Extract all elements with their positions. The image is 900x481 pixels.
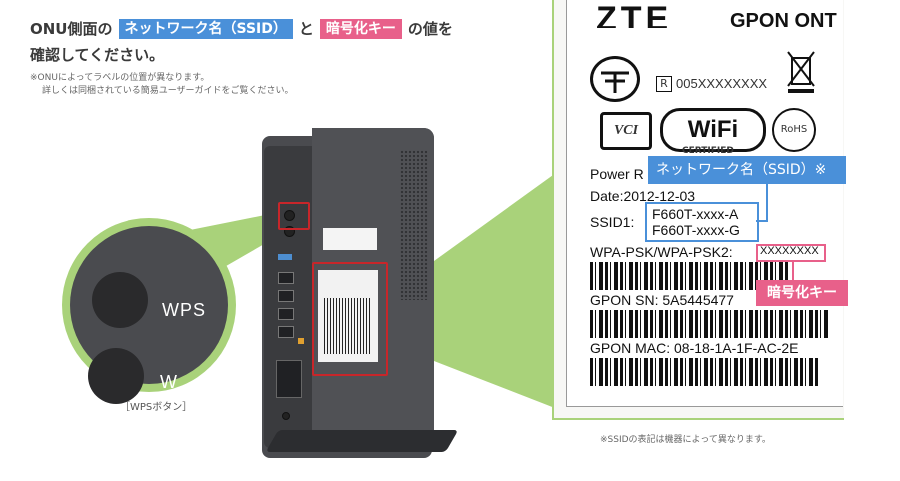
rohs-logo: RoHS [772,108,816,152]
ssid-tag: ネットワーク名（SSID） [118,19,293,39]
wpa-label: WPA-PSK/WPA-PSK2: [590,244,733,260]
r-mark: R [656,76,672,92]
ssid-highlight [645,202,759,242]
power-button-dot [282,412,290,420]
ssid-connector [756,184,768,222]
wps-highlight [278,202,310,230]
wps-button-dot [284,210,295,221]
wifi-logo: WiFi [660,108,766,152]
power-text: Power R [590,166,644,182]
lan-port-3 [278,308,294,320]
weee-bin-icon [787,51,815,93]
product-name: GPON ONT [730,10,837,32]
wifi-button-zoom [88,348,144,404]
ssid-value-2: F660T-xxxx-G [652,222,740,238]
ssid-value-1: F660T-xxxx-A [652,206,739,222]
wps-button-zoom [92,272,148,328]
router-side-label [323,228,377,250]
wps-caption: ［WPSボタン］ [120,402,193,413]
router-vents [400,150,428,300]
instruction-line-2: 確認してください。 [30,46,165,64]
instruction-suffix: の値を [407,20,453,38]
vci-logo: VCI [600,112,652,150]
barcode-2 [590,310,830,338]
instruction-middle: と [298,20,314,38]
footnote: ※SSIDの表記は機器によって異なります。 [600,435,771,445]
lan-port-2 [278,290,294,302]
instruction: ONU側面の ネットワーク名（SSID） と 暗号化キー の値を 確認してくださ… [30,16,453,68]
serial-number: 005XXXXXXXX [676,76,768,91]
wifi-button-dot [284,226,295,237]
telec-mark-glyph [601,71,629,93]
date-text: Date:2012-12-03 [590,188,696,204]
usb-port [278,254,292,260]
key-connector [792,260,794,280]
telec-mark-icon [590,56,640,102]
gpon-sn: GPON SN: 5A5445477 [590,292,734,308]
ssid-label: SSID1: [590,214,635,230]
ssid-callout: ネットワーク名（SSID）※ [648,156,846,184]
instruction-prefix: ONU側面の [30,20,113,38]
lan-port-4 [278,326,294,338]
brand-logo: ZTE [596,2,673,28]
lan-port-1 [278,272,294,284]
sticker-highlight [312,262,388,376]
key-highlight [756,244,826,262]
wpa-key: XXXXXXXX [760,245,819,257]
fiber-port [276,360,302,398]
note-line-1: ※ONUによってラベルの位置が異なります。 [30,73,210,83]
router-stand [265,430,459,452]
note: ※ONUによってラベルの位置が異なります。 詳しくは同梱されている簡易ユーザーガ… [30,72,294,98]
wifi-certified: CERTIFIED [682,146,734,156]
zoom-wps-label: WPS [162,300,207,320]
key-tag: 暗号化キー [319,19,402,39]
note-line-2: 詳しくは同梱されている簡易ユーザーガイドをご覧ください。 [42,86,294,96]
key-callout: 暗号化キー [756,280,848,306]
router-sticker-barcodes [324,298,372,354]
gpon-mac: GPON MAC: 08-18-1A-1F-AC-2E [590,340,799,356]
barcode-3 [590,358,820,386]
zoom-partial-label: W [160,372,177,392]
tel-port-marker [298,338,304,344]
instruction-line-1: ONU側面の ネットワーク名（SSID） と 暗号化キー の値を [30,16,453,42]
